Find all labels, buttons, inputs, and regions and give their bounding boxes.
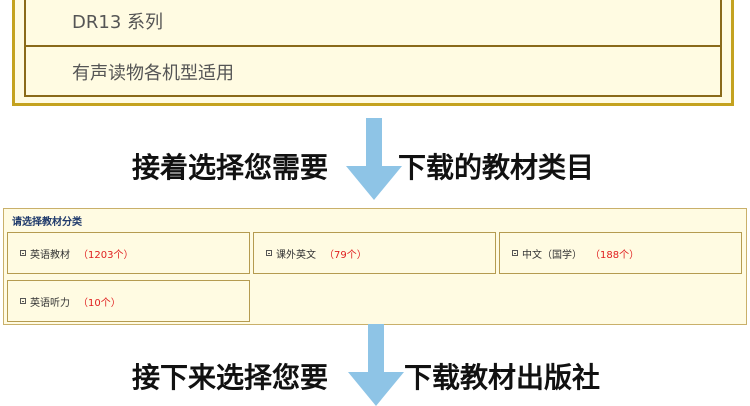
- instruction-left-text: 接着选择您需要: [132, 151, 329, 184]
- model-item-label: DR13 系列: [72, 12, 163, 33]
- down-arrow-icon: [348, 324, 404, 406]
- model-list-panel: DR13 系列 有声读物各机型适用: [12, 0, 734, 106]
- collapse-icon: [512, 250, 518, 256]
- category-count: （188个）: [590, 249, 640, 261]
- instruction-left-text: 接下来选择您要: [132, 361, 329, 394]
- category-label: 英语教材: [30, 249, 70, 261]
- down-arrow-icon: [346, 118, 402, 200]
- instruction-step-publisher: 接下来选择您要 下载教材出版社: [0, 324, 750, 406]
- category-panel-title: 请选择教材分类: [12, 217, 82, 228]
- category-item-english-textbook[interactable]: 英语教材 （1203个）: [7, 232, 250, 274]
- category-item-english-listening[interactable]: 英语听力 （10个）: [7, 280, 250, 322]
- instruction-step-category: 接着选择您需要 下载的教材类目: [0, 118, 750, 200]
- instruction-right-text: 下载教材出版社: [404, 361, 601, 394]
- category-panel: 请选择教材分类 英语教材 （1203个） 课外英文 （79个） 中文（国学） （…: [3, 208, 747, 325]
- category-label: 中文（国学）: [522, 249, 582, 261]
- instruction-right-text: 下载的教材类目: [398, 151, 595, 184]
- collapse-icon: [20, 250, 26, 256]
- collapse-icon: [20, 298, 26, 304]
- category-item-extracurricular-english[interactable]: 课外英文 （79个）: [253, 232, 496, 274]
- category-count: （1203个）: [78, 249, 134, 261]
- model-list: DR13 系列 有声读物各机型适用: [24, 0, 722, 97]
- category-label: 课外英文: [276, 249, 316, 261]
- model-item-dr13[interactable]: DR13 系列: [26, 0, 720, 47]
- category-label: 英语听力: [30, 297, 70, 309]
- category-item-chinese-guoxue[interactable]: 中文（国学） （188个）: [499, 232, 742, 274]
- category-count: （10个）: [78, 297, 121, 309]
- model-item-label: 有声读物各机型适用: [72, 63, 234, 84]
- collapse-icon: [266, 250, 272, 256]
- category-count: （79个）: [324, 249, 367, 261]
- model-item-audiobook[interactable]: 有声读物各机型适用: [26, 47, 720, 97]
